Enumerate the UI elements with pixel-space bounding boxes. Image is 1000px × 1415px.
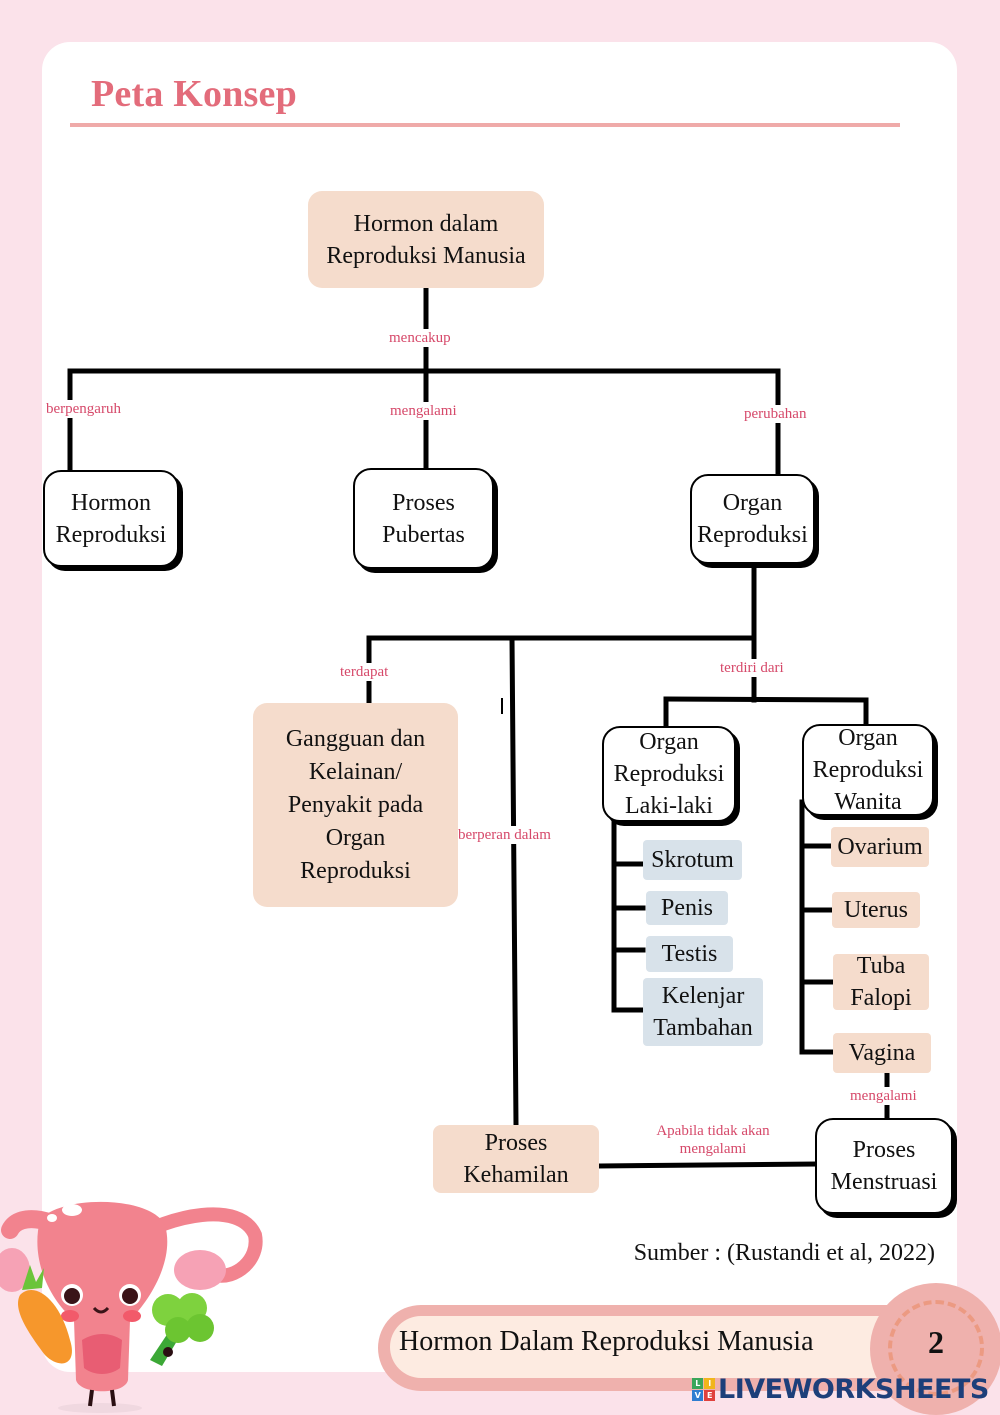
page-number-badge-ring <box>888 1300 984 1396</box>
link-label-mengalami-menstruasi: mengalami <box>848 1087 919 1105</box>
mascot-smile <box>92 1306 110 1314</box>
liveworksheets-logo-icon: L I V E <box>692 1378 715 1401</box>
node-proses-kehamilan: Proses Kehamilan <box>433 1125 599 1193</box>
logo-letter: I <box>704 1378 715 1389</box>
mascot-cervix <box>82 1334 122 1374</box>
connector <box>597 1161 818 1169</box>
mascot-shadow <box>58 1403 142 1413</box>
source-citation: Sumber : (Rustandi et al, 2022) <box>633 1240 935 1266</box>
male-part-skrotum: Skrotum <box>643 840 742 880</box>
node-gangguan: Gangguan dan Kelainan/ Penyakit pada Org… <box>253 703 458 907</box>
title-divider <box>70 123 900 127</box>
logo-letter: L <box>692 1378 703 1389</box>
male-part-penis: Penis <box>646 891 728 925</box>
mascot-right-ovary <box>174 1250 226 1290</box>
female-part-vagina: Vagina <box>833 1033 931 1073</box>
page-number: 2 <box>928 1324 944 1360</box>
male-part-testis: Testis <box>646 936 733 972</box>
node-organ-laki-laki: Organ Reproduksi Laki-laki <box>602 726 736 822</box>
node-proses-menstruasi: Proses Menstruasi <box>815 1118 953 1214</box>
female-part-ovarium: Ovarium <box>831 827 929 867</box>
link-label-apabila: Apabila tidak akan mengalami <box>640 1122 786 1158</box>
link-label-mengalami: mengalami <box>388 402 459 420</box>
female-part-uterus: Uterus <box>832 892 920 928</box>
link-label-perubahan: perubahan <box>742 405 809 423</box>
mascot-cheek <box>61 1310 79 1322</box>
logo-letter: E <box>704 1390 715 1401</box>
link-label-terdapat: terdapat <box>338 663 391 681</box>
link-label-mencakup: mencakup <box>387 329 453 347</box>
footer-title: Hormon Dalam Reproduksi Manusia <box>399 1326 814 1357</box>
mascot-right-tube <box>123 1207 263 1283</box>
link-label-berpengaruh: berpengaruh <box>44 400 123 418</box>
logo-letter: V <box>692 1390 703 1401</box>
mascot-highlight <box>62 1204 82 1216</box>
link-label-berperan-dalam: berperan dalam <box>456 826 553 844</box>
node-organ-wanita: Organ Reproduksi Wanita <box>802 724 934 816</box>
liveworksheets-brand[interactable]: L I V E LIVEWORKSHEETS <box>692 1374 989 1405</box>
male-part-kelenjar-tambahan: Kelenjar Tambahan <box>643 978 763 1046</box>
footer-banner-inner <box>390 1316 910 1378</box>
mascot-highlight <box>47 1214 57 1222</box>
connector <box>663 696 869 703</box>
mascot-carrot <box>18 1290 72 1364</box>
node-organ-reproduksi: Organ Reproduksi <box>690 474 815 564</box>
page-title: Peta Konsep <box>91 73 297 115</box>
connector <box>509 635 519 1128</box>
node-proses-pubertas: Proses Pubertas <box>353 468 494 569</box>
mascot-cheek <box>123 1310 141 1322</box>
link-label-terdiri-dari: terdiri dari <box>718 659 786 677</box>
mascot-body <box>37 1201 168 1392</box>
mascot-left-ovary <box>0 1248 30 1292</box>
female-part-tuba-falopi: Tuba Falopi <box>833 953 929 1011</box>
brand-text: LIVEWORKSHEETS <box>718 1374 989 1405</box>
uterus-mascot-illustration <box>0 1201 263 1413</box>
node-root: Hormon dalam Reproduksi Manusia <box>308 191 544 288</box>
node-hormon-reproduksi: Hormon Reproduksi <box>43 470 179 567</box>
